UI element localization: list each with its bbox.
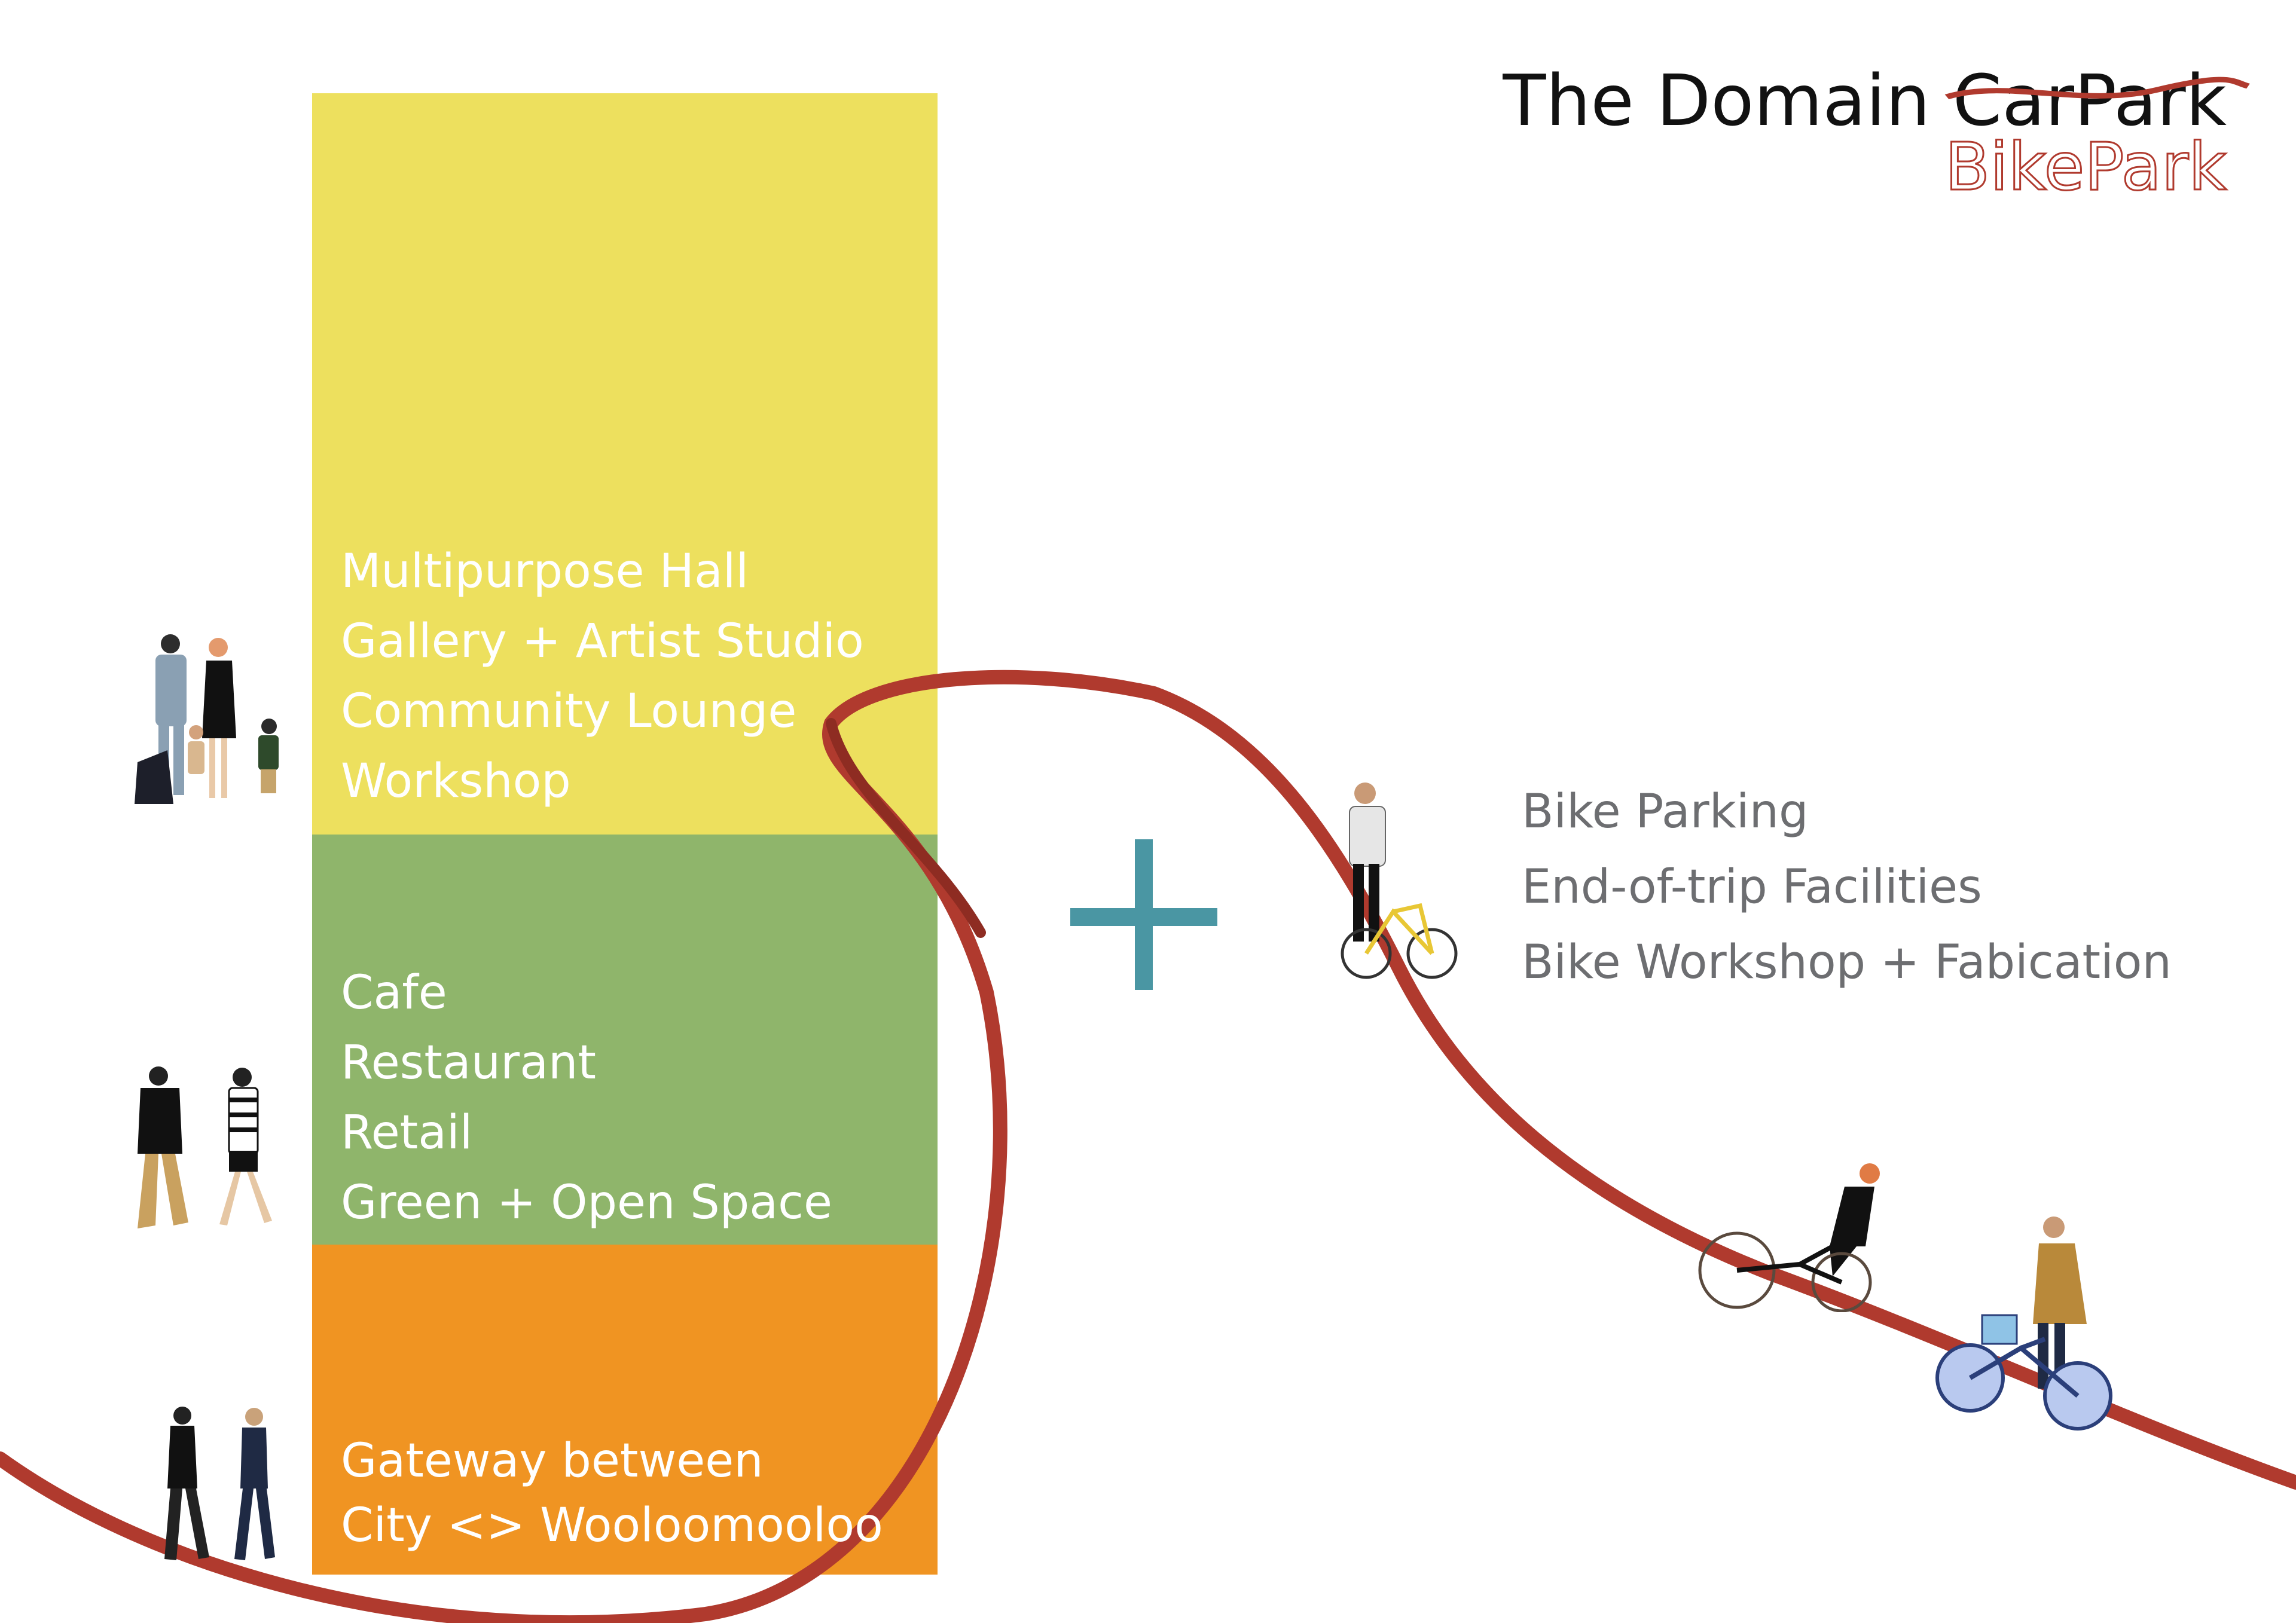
bike-feature-list: Bike Parking End-of-trip Facilities Bike… (1522, 774, 2172, 1000)
title-prefix: The Domain (1503, 59, 1931, 142)
lower-program-list: Gateway between City <> Wooloomooloo (341, 1429, 883, 1558)
program-item: Gateway between (341, 1434, 764, 1488)
walking-pair-icon (164, 1407, 275, 1560)
ribbon-fold (826, 718, 986, 938)
ribbon-path (0, 670, 2296, 1623)
program-item: Green + Open Space (341, 1176, 832, 1230)
program-item: Multipurpose Hall (341, 545, 749, 598)
program-item: Restaurant (341, 1036, 597, 1090)
title-line: The Domain CarPark (1503, 59, 2251, 142)
program-item: Workshop (341, 754, 571, 808)
bike-feature-item: End-of-trip Facilities (1522, 860, 1982, 914)
page-title: The Domain CarPark BikePark (1503, 59, 2251, 205)
struck-word: CarPark (1944, 59, 2251, 142)
title-replacement: BikePark (1944, 129, 2227, 205)
program-item: Gallery + Artist Studio (341, 615, 864, 668)
strike-mark (1944, 77, 2251, 100)
program-item: Community Lounge (341, 684, 797, 738)
program-block-lower (312, 1245, 938, 1575)
bike-feature-item: Bike Parking (1522, 785, 1809, 839)
program-item: City <> Wooloomooloo (341, 1499, 883, 1552)
middle-program-list: Cafe Restaurant Retail Green + Open Spac… (341, 958, 832, 1238)
family-group-icon (135, 634, 279, 804)
upper-program-list: Multipurpose Hall Gallery + Artist Studi… (341, 537, 864, 817)
walking-couple-icon (138, 1066, 272, 1228)
bike-feature-item: Bike Workshop + Fabication (1522, 936, 2172, 989)
struck-word-text: CarPark (1952, 59, 2227, 142)
cyclist-icon (1341, 783, 1458, 979)
program-block-middle (312, 835, 938, 1245)
cyclist-icon (1935, 1217, 2112, 1431)
program-item: Cafe (341, 966, 447, 1020)
program-item: Retail (341, 1106, 473, 1160)
plus-icon (1070, 839, 1217, 990)
cyclist-icon (1698, 1163, 1880, 1312)
